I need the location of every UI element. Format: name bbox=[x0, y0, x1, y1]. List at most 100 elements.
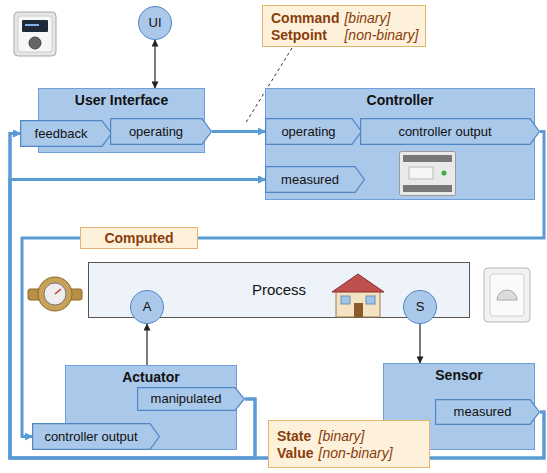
text-wrap: Process bbox=[252, 282, 306, 298]
port-arrow: measured bbox=[265, 166, 365, 193]
ui-circle: UI bbox=[138, 6, 172, 40]
device-terminals bbox=[403, 185, 452, 192]
signal-callout: State [binary] Value [non-binary] bbox=[268, 420, 430, 468]
text-wrap: operating bbox=[281, 124, 335, 140]
node-label: Process bbox=[252, 282, 306, 298]
text-wrap: User Interface bbox=[75, 92, 168, 109]
signal-wire bbox=[212, 130, 265, 133]
signal-callout: Command [binary] Setpoint [non-binary] bbox=[262, 5, 426, 47]
node-label: measured bbox=[281, 172, 339, 188]
node-label: Actuator bbox=[122, 369, 180, 386]
text-wrap: measured bbox=[281, 172, 339, 188]
port-arrow: operating bbox=[265, 118, 362, 145]
signal-callout: Computed bbox=[80, 227, 198, 249]
sensor-housing bbox=[484, 268, 530, 322]
node-label: Sensor bbox=[435, 367, 482, 384]
node-label: A bbox=[143, 299, 152, 315]
text-wrap: manipulated bbox=[151, 391, 222, 407]
port-arrow: measured bbox=[435, 399, 540, 425]
arrow-outline bbox=[111, 119, 212, 145]
node-label: [non-binary] bbox=[319, 445, 393, 461]
node-label: manipulated bbox=[151, 391, 222, 407]
text-wrap: A bbox=[143, 299, 152, 315]
component-box: feedback operating User Interface bbox=[38, 88, 205, 153]
thermostat-icon bbox=[14, 12, 56, 56]
text-wrap: feedback bbox=[35, 126, 88, 142]
link-arrow bbox=[419, 324, 420, 363]
node-label: S bbox=[416, 299, 425, 315]
thermostat-knob bbox=[29, 37, 41, 49]
signal-wire bbox=[10, 180, 265, 459]
port-arrow: manipulated bbox=[137, 387, 245, 411]
meter-needle bbox=[55, 289, 61, 294]
house-window bbox=[341, 296, 350, 304]
sensor-dome bbox=[497, 290, 517, 300]
node-label: User Interface bbox=[75, 92, 168, 109]
io-circle: S bbox=[403, 290, 437, 324]
node-label: Controller bbox=[367, 92, 434, 109]
node-label: Command bbox=[271, 10, 339, 26]
house-window bbox=[366, 296, 375, 304]
arrow-outline bbox=[266, 167, 365, 193]
port-arrow: controller output bbox=[360, 118, 540, 145]
text-wrap: operating bbox=[129, 124, 183, 140]
node-label: Setpoint bbox=[271, 27, 339, 43]
arrow-outline bbox=[266, 119, 362, 145]
house-door bbox=[354, 303, 363, 317]
text-wrap: controller output bbox=[44, 429, 137, 445]
arrow-outline bbox=[361, 119, 540, 145]
text-wrap: Command [binary] Setpoint [non-binary] bbox=[271, 10, 418, 43]
arrow-outline bbox=[138, 388, 245, 411]
node-label: feedback bbox=[35, 126, 88, 142]
controller-device-icon bbox=[399, 151, 456, 196]
node-label: Computed bbox=[104, 230, 173, 246]
node-label: UI bbox=[149, 15, 162, 31]
port-arrow: feedback bbox=[20, 120, 112, 147]
io-circle: A bbox=[130, 290, 164, 324]
sensor-plate bbox=[490, 274, 524, 316]
node-label: [binary] bbox=[344, 10, 418, 26]
thermostat-body bbox=[14, 12, 56, 56]
meter-body bbox=[38, 277, 72, 311]
node-label: operating bbox=[129, 124, 183, 140]
port-arrow: operating bbox=[110, 118, 212, 145]
text-wrap: Sensor bbox=[435, 367, 482, 384]
node-label: controller output bbox=[44, 429, 137, 445]
signal-wire bbox=[10, 180, 544, 459]
arrow-outline bbox=[21, 121, 112, 147]
node-label: operating bbox=[281, 124, 335, 140]
text-wrap: Computed bbox=[104, 230, 173, 246]
arrow-outline bbox=[436, 400, 540, 425]
component-box: operating controller output measured Contro… bbox=[265, 88, 535, 200]
port-arrow: controller output bbox=[32, 423, 160, 450]
motion-sensor-icon bbox=[484, 268, 530, 322]
house-icon bbox=[330, 272, 386, 318]
device-terminals bbox=[403, 155, 452, 162]
node-label: [non-binary] bbox=[344, 27, 418, 43]
house-walls bbox=[336, 290, 380, 317]
node-label: Value bbox=[277, 445, 314, 461]
text-wrap: UI bbox=[149, 15, 162, 31]
node-label: [binary] bbox=[319, 428, 393, 444]
node-label: controller output bbox=[398, 124, 491, 140]
text-wrap: S bbox=[416, 299, 425, 315]
device-body bbox=[400, 152, 456, 196]
thermostat-display bbox=[25, 24, 39, 26]
node-label: State bbox=[277, 428, 314, 444]
link-arrow bbox=[154, 40, 155, 88]
arrow-outline bbox=[33, 424, 160, 450]
link-arrow bbox=[146, 324, 147, 365]
text-wrap: Controller bbox=[367, 92, 434, 109]
text-wrap: controller output bbox=[398, 124, 491, 140]
node-label: measured bbox=[454, 404, 512, 420]
device-led bbox=[442, 171, 447, 176]
water-meter-icon bbox=[28, 277, 82, 311]
thermostat-screen bbox=[22, 20, 48, 32]
process-band: A S Process bbox=[88, 262, 470, 318]
house-roof bbox=[332, 274, 384, 292]
thermostat-panel bbox=[18, 16, 52, 52]
meter-dial bbox=[44, 283, 66, 305]
text-wrap: measured bbox=[454, 404, 512, 420]
